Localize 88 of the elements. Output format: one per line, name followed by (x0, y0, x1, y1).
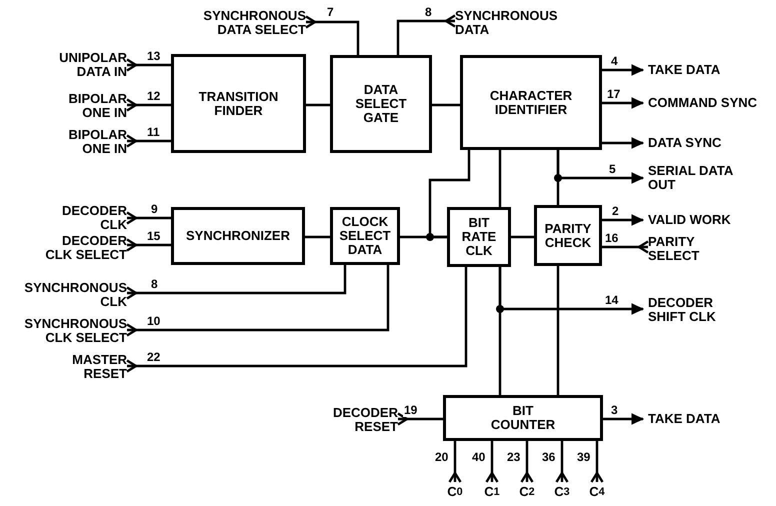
connector (305, 236, 330, 238)
connector (400, 236, 447, 238)
connector (520, 441, 534, 484)
pin-label: SYNCHRONOUS CLK SELECT (19, 316, 127, 346)
function-block (460, 55, 602, 150)
block-label: BIT COUNTER (490, 404, 556, 432)
pin-number: 8 (150, 278, 159, 291)
pin-label: SERIAL DATA OUT (643, 163, 733, 193)
pin-label: DECODER SHIFT CLK (643, 295, 733, 325)
function-block (534, 205, 602, 266)
pin-number: 11 (146, 126, 161, 139)
pin-label: PARITY SELECT (648, 234, 723, 264)
connector (126, 211, 171, 225)
connector (485, 441, 499, 484)
pin-number: 10 (146, 315, 162, 328)
pin-number: 39 (576, 451, 592, 464)
function-block (443, 395, 603, 441)
pin-number: 9 (150, 203, 159, 216)
pin-label: SYNCHRONOUS DATA (455, 8, 563, 38)
connector (126, 265, 390, 337)
pin-label: DATA SYNC (643, 135, 768, 151)
connector (602, 240, 650, 254)
connector (602, 138, 644, 148)
pin-label: TAKE DATA (643, 62, 768, 78)
connector (126, 98, 171, 112)
function-block (171, 207, 305, 265)
pin-number: 14 (604, 294, 620, 307)
pin-number: 12 (146, 90, 162, 103)
pin-label: SYNCHRONOUS CLK (19, 280, 127, 310)
function-block (330, 207, 400, 265)
connector (498, 150, 502, 207)
function-block (171, 54, 306, 153)
block-label: DATA SELECT GATE (354, 83, 408, 125)
connector (556, 266, 560, 395)
connector (432, 104, 460, 106)
connector (126, 58, 171, 72)
pin-number: 4 (610, 55, 619, 68)
block-label: TRANSITION FINDER (198, 90, 280, 118)
connector (126, 267, 468, 373)
pin-number: 2 (611, 205, 620, 218)
block-label: SYNCHRONIZER (186, 229, 290, 243)
pin-number: 8 (424, 6, 433, 19)
pin-label: BIPOLAR ONE IN (57, 127, 127, 157)
pin-number: 23 (506, 451, 522, 464)
connector (498, 267, 502, 395)
pin-number: 13 (146, 50, 162, 63)
connector (304, 15, 360, 55)
pin-number: 5 (608, 163, 617, 176)
pin-number: 16 (604, 232, 620, 245)
pin-number: 19 (403, 404, 418, 417)
block-label: CLOCK SELECT DATA (338, 215, 392, 257)
block-label: PARITY CHECK (544, 222, 592, 250)
pin-label: BIPOLAR ONE IN (57, 91, 127, 121)
pin-number: 20 (434, 451, 450, 464)
pin-label: DECODER RESET (323, 405, 398, 435)
connector (126, 238, 171, 252)
connector (396, 412, 443, 426)
connector (556, 150, 560, 205)
connector (126, 134, 171, 148)
pin-number: 40 (471, 451, 486, 464)
block-label: CHARACTER IDENTIFIER (488, 88, 574, 116)
pin-number: 22 (146, 351, 162, 364)
pin-number: 3 (610, 404, 619, 417)
connector (603, 414, 644, 424)
pin-number: 7 (326, 6, 335, 19)
pin-number: 17 (606, 88, 622, 101)
pin-label: UNIPOLAR DATA IN (47, 50, 127, 80)
connector (306, 104, 330, 106)
connector (396, 14, 456, 55)
connector (555, 441, 569, 484)
function-block (330, 55, 432, 153)
pin-label: TAKE DATA (643, 411, 768, 427)
connector (126, 265, 346, 300)
block-label: BIT RATE CLK (460, 216, 498, 258)
connector (511, 236, 534, 238)
pin-label: COMMAND SYNC (643, 95, 773, 111)
connector (602, 98, 644, 108)
pin-label: DECODER CLK (47, 203, 127, 233)
pin-number: 15 (146, 230, 162, 243)
pin-label: SYNCHRONOUS DATA SELECT (198, 8, 306, 38)
connector (602, 64, 644, 76)
connector (448, 441, 462, 484)
pin-label: DECODER CLK SELECT (42, 233, 127, 263)
pin-label: MASTER RESET (57, 352, 127, 382)
pin-number: 36 (541, 451, 556, 464)
pin-label: VALID WORK (643, 212, 768, 228)
function-block (447, 207, 511, 267)
connector (602, 214, 644, 226)
